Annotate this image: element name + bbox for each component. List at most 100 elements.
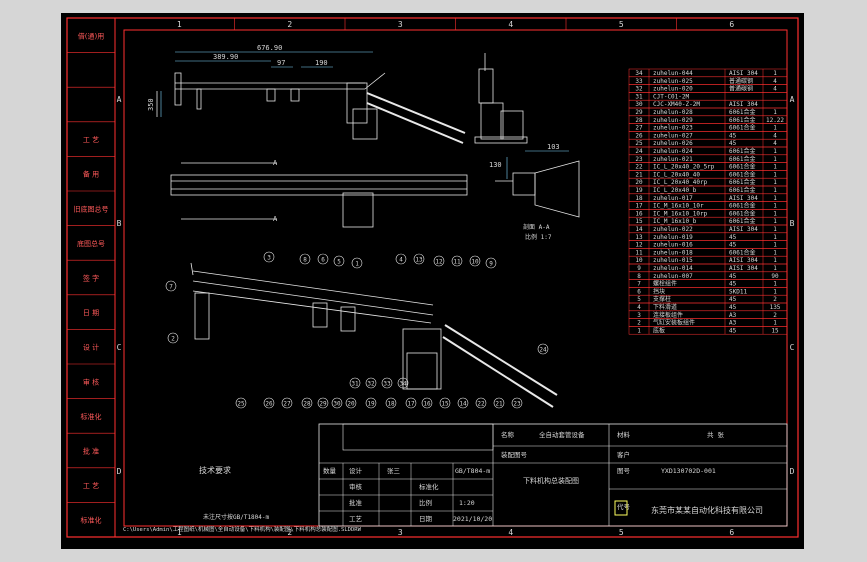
balloon-label: 18 bbox=[387, 401, 395, 408]
bom-cell: 6061合金 bbox=[729, 147, 755, 155]
bom-cell: zuhelun-019 bbox=[653, 234, 693, 241]
strip-cell: 审 核 bbox=[83, 377, 99, 386]
bom-cell: 16 bbox=[635, 210, 643, 217]
bom-cell: 45 bbox=[729, 242, 737, 249]
bom-cell: 1 bbox=[773, 210, 777, 217]
balloon-label: 34 bbox=[399, 381, 407, 388]
bom-cell: zuhelun-017 bbox=[653, 195, 693, 202]
bom-cell: 7 bbox=[637, 281, 641, 288]
bom-cell: 45 bbox=[729, 234, 737, 241]
bom-cell: 13 bbox=[635, 234, 643, 241]
zone-col-bot: 2 bbox=[287, 528, 292, 537]
bom-cell: 1 bbox=[773, 164, 777, 171]
title-v-code2: 装配图号 bbox=[501, 450, 528, 459]
bom-cell: 20 bbox=[635, 179, 643, 186]
bom-cell: 33 bbox=[635, 78, 643, 85]
bom-cell: 1 bbox=[773, 187, 777, 194]
balloon bbox=[405, 397, 417, 409]
balloon bbox=[235, 397, 247, 409]
zone-row: A bbox=[117, 95, 122, 104]
balloon bbox=[451, 255, 463, 267]
bom-cell: 1 bbox=[773, 257, 777, 264]
bom-cell: zuhelun-023 bbox=[653, 125, 693, 132]
bom-cell: 气缸安装板组件 bbox=[653, 319, 695, 327]
balloon-label: 11 bbox=[453, 259, 461, 266]
bom-cell: 普通碳钢 bbox=[729, 77, 753, 85]
balloon bbox=[263, 251, 275, 263]
bom-cell: 支撑柱 bbox=[653, 295, 671, 303]
balloon bbox=[299, 253, 311, 265]
bom-cell: 11 bbox=[635, 249, 643, 256]
tech-notes-title: 技术要求 bbox=[199, 465, 231, 475]
balloon-label: 14 bbox=[459, 401, 467, 408]
dim-d4: 190 bbox=[315, 59, 328, 67]
bom-cell: zuhelun-014 bbox=[653, 265, 693, 272]
title-v-main-title: 下料机构总装配图 bbox=[523, 476, 579, 485]
balloon-label: 6 bbox=[321, 257, 325, 264]
cut-a-bottom: A bbox=[273, 215, 278, 223]
bom-cell: 4 bbox=[773, 78, 777, 85]
balloon bbox=[475, 397, 487, 409]
bom-cell: 1 bbox=[773, 288, 777, 295]
title-h-design: 设计 bbox=[349, 466, 363, 475]
balloon-label: 26 bbox=[265, 401, 273, 408]
zone-row: A bbox=[790, 95, 795, 104]
bom-cell: 1 bbox=[773, 265, 777, 272]
balloon bbox=[365, 377, 377, 389]
bom-cell: 6061合金 bbox=[729, 202, 755, 210]
bom-cell: zuhelun-028 bbox=[653, 109, 693, 116]
title-company: 东莞市某某自动化科技有限公司 bbox=[651, 505, 763, 515]
strip-cell: 设 计 bbox=[83, 343, 99, 352]
title-v-design: 张三 bbox=[387, 466, 401, 475]
balloon-label: 12 bbox=[435, 259, 443, 266]
top-view bbox=[170, 162, 468, 228]
bom-cell: 1 bbox=[773, 171, 777, 178]
balloon-label: 15 bbox=[441, 401, 449, 408]
bom-cell: 30 bbox=[635, 101, 643, 108]
bom-cell: 12 bbox=[635, 242, 643, 249]
bom-cell: 32 bbox=[635, 86, 643, 93]
balloon-label: 24 bbox=[539, 347, 547, 354]
balloon-label: 21 bbox=[495, 401, 503, 408]
balloon bbox=[331, 397, 343, 409]
zone-col-top: 2 bbox=[287, 20, 292, 29]
bom-cell: 21 bbox=[635, 171, 643, 178]
bom-cell: 15 bbox=[771, 327, 779, 334]
bom-cell: 45 bbox=[729, 140, 737, 147]
balloon bbox=[167, 332, 179, 344]
bom-cell: 下料滑道 bbox=[653, 303, 677, 311]
bom-cell: 挡块 bbox=[653, 287, 665, 295]
bom-cell: CJC-XM40-Z-2M bbox=[653, 101, 700, 108]
dim-d6: 103 bbox=[547, 143, 560, 151]
front-view bbox=[156, 72, 466, 144]
strip-cell: 标准化 bbox=[81, 516, 102, 525]
balloon-label: 10 bbox=[471, 259, 479, 266]
bom-cell: CJT-C01-2M bbox=[653, 93, 690, 100]
side-view bbox=[474, 53, 528, 144]
tech-note-1: 未注尺寸按GB/T1804-m bbox=[203, 513, 270, 521]
balloon bbox=[317, 397, 329, 409]
strip-cell: 工 艺 bbox=[83, 482, 99, 490]
bom-cell: IC_L_20x40_b bbox=[653, 187, 697, 194]
bom-cell: 1 bbox=[773, 195, 777, 202]
balloon bbox=[263, 397, 275, 409]
zone-col-bot: 1 bbox=[177, 528, 182, 537]
bom-cell: 5 bbox=[637, 296, 641, 303]
bom-cell: zuhelun-020 bbox=[653, 86, 693, 93]
bom-cell: 45 bbox=[729, 132, 737, 139]
zone-col-top: 1 bbox=[177, 20, 182, 29]
balloon-label: 17 bbox=[407, 401, 415, 408]
section-view bbox=[495, 160, 580, 218]
balloon bbox=[421, 397, 433, 409]
zone-col-bot: 6 bbox=[729, 528, 734, 537]
balloon bbox=[281, 397, 293, 409]
zone-col-top: 5 bbox=[619, 20, 624, 29]
balloon-label: 13 bbox=[415, 257, 423, 264]
bom-cell: 6061合金 bbox=[729, 163, 755, 171]
balloon bbox=[365, 397, 377, 409]
bom-cell: zuhelun-016 bbox=[653, 242, 693, 249]
bom-cell: 28 bbox=[635, 117, 643, 124]
bom-cell: 6061合金 bbox=[729, 155, 755, 163]
